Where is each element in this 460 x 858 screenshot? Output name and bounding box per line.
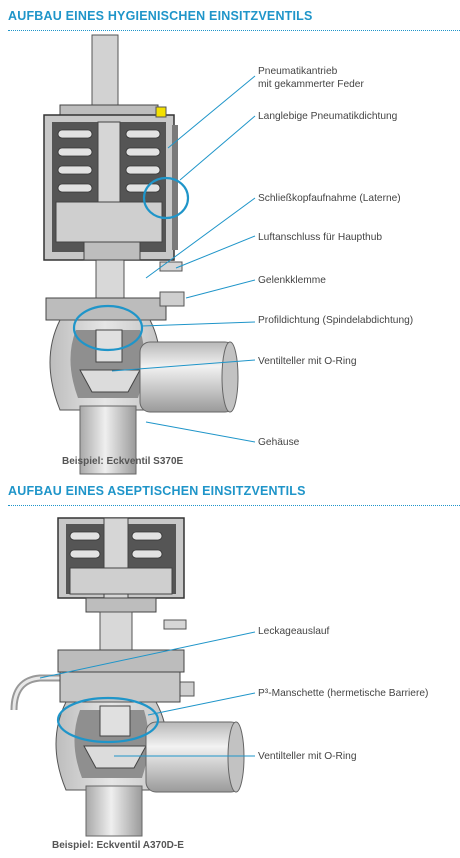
highlight-circle-profile [72,304,144,352]
leader-lines [111,75,256,443]
actuator [43,34,178,261]
leader-lines-2 [39,631,256,757]
title-divider-2 [8,505,460,506]
section-title-hygienic: AUFBAU EINES HYGIENISCHEN EINSITZVENTILS [8,9,313,23]
caption-s370e: Beispiel: Eckventil S370E [62,456,184,467]
label-leakage-outlet: Leckageauslauf [258,626,330,637]
highlight-circle-barrier [56,696,160,744]
section-title-aseptic: AUFBAU EINES ASEPTISCHEN EINSITZVENTILS [8,484,306,498]
label-clamp: Gelenkklemme [258,275,326,286]
aseptic-valve-diagram [10,517,256,837]
hygienic-valve-diagram [43,34,256,475]
yellow-indicator [155,106,167,118]
valve-body [45,291,239,475]
label-valve-disk-2: Ventilteller mit O-Ring [258,751,357,762]
label-housing: Gehäuse [258,437,300,448]
actuator-2 [57,517,187,653]
label-pneumatic-seal: Langlebige Pneumatikdichtung [258,111,398,122]
highlight-circle-seal [142,176,190,220]
lantern [83,241,183,301]
label-lantern: Schließkopfaufnahme (Laterne) [258,193,401,204]
title-divider [8,30,460,31]
caption-a370d-e: Beispiel: Eckventil A370D-E [52,840,184,851]
label-profile-seal: Profildichtung (Spindelabdichtung) [258,315,414,326]
label-air-connection: Luftanschluss für Haupthub [258,232,383,243]
label-pneumatic-actuator: Pneumatikantrieb mit gekammerter Feder [258,66,364,90]
valve-body-2 [10,649,245,837]
label-p3-sleeve: P³-Manschette (hermetische Barriere) [258,688,429,699]
label-valve-disk: Ventilteller mit O-Ring [258,356,357,367]
